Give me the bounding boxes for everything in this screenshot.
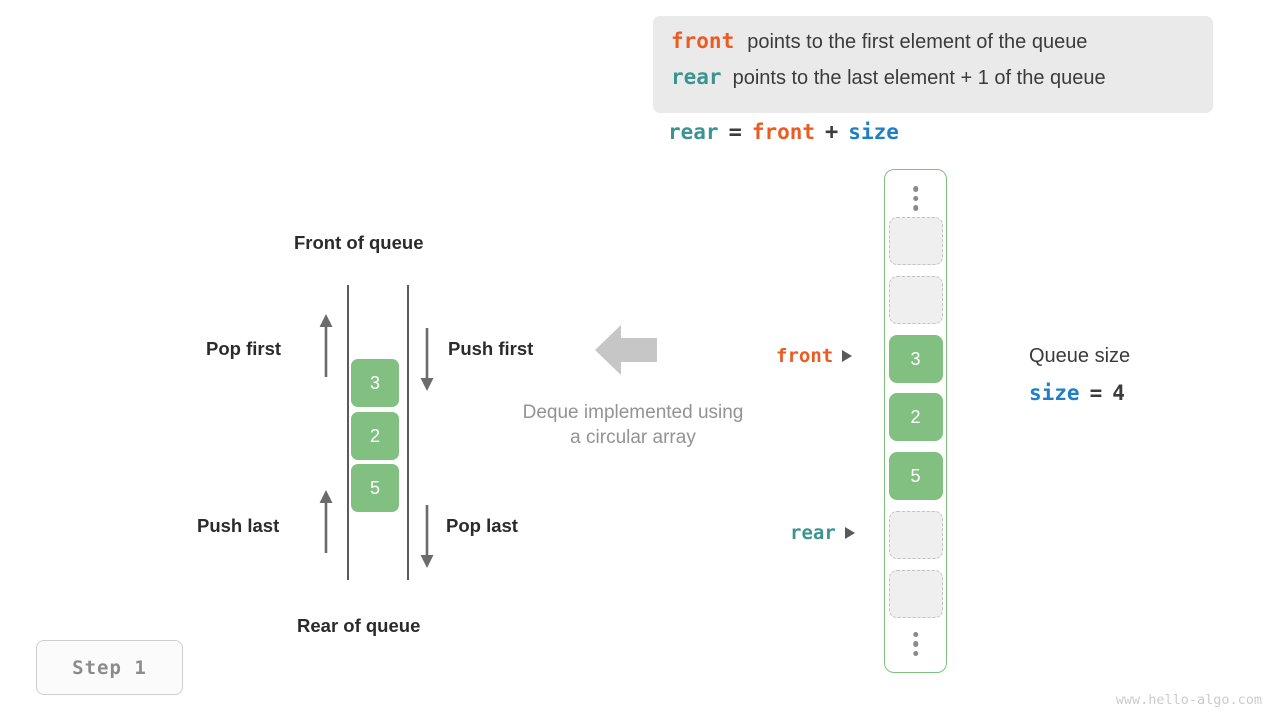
queue-channel-right-line <box>407 285 409 580</box>
watermark: www.hello-algo.com <box>1115 692 1262 708</box>
stack-cell: 5 <box>351 464 399 512</box>
push-first-arrow-down-icon <box>420 328 434 391</box>
definition-info-box: front points to the first element of the… <box>653 16 1213 113</box>
push-first-label: Push first <box>448 338 534 359</box>
stack-cell: 2 <box>351 412 399 460</box>
caption-line-1: Deque implemented using <box>522 402 744 423</box>
formula-equals: = <box>728 120 742 145</box>
stack-cell: 3 <box>351 359 399 407</box>
pointer-triangle-icon <box>842 350 853 362</box>
array-cell-empty <box>888 217 943 265</box>
size-variable: size <box>1029 381 1080 405</box>
rear-keyword: rear <box>671 65 722 89</box>
array-cell-empty <box>888 276 943 324</box>
rear-description: points to the last element + 1 of the qu… <box>732 67 1106 89</box>
size-equals: = <box>1089 381 1103 405</box>
queue-size-label: Queue size <box>1029 345 1131 367</box>
pop-last-label: Pop last <box>446 515 518 536</box>
formula-size-term: size <box>848 120 899 144</box>
pointer-triangle-icon <box>844 527 855 539</box>
formula-rear-term: rear <box>668 120 719 144</box>
front-description: points to the first element of the queue <box>747 31 1088 53</box>
array-cell-filled: 5 <box>888 452 943 500</box>
caption-line-2: a circular array <box>570 427 696 448</box>
pop-last-arrow-down-icon <box>420 505 434 568</box>
size-value: 4 <box>1112 381 1125 405</box>
queue-size-expression: size = 4 <box>1029 381 1125 405</box>
diagram-caption: Deque implemented using a circular array <box>493 400 773 450</box>
array-cell-filled: 3 <box>888 335 943 383</box>
pop-first-label: Pop first <box>206 338 282 359</box>
front-of-queue-label: Front of queue <box>294 232 424 253</box>
push-last-arrow-up-icon <box>319 490 333 553</box>
front-keyword: front <box>671 29 735 53</box>
info-line-front: front points to the first element of the… <box>671 29 1195 65</box>
rear-of-queue-label: Rear of queue <box>297 615 421 636</box>
array-cell-empty <box>888 570 943 618</box>
queue-channel-left-line <box>347 285 349 580</box>
rear-formula: rear = front + size <box>668 120 899 145</box>
ellipsis-top-icon <box>912 186 919 211</box>
ellipsis-bottom-icon <box>912 631 919 656</box>
pop-first-arrow-up-icon <box>319 314 333 377</box>
rear-pointer-label: rear <box>790 522 836 544</box>
formula-plus: + <box>825 120 839 145</box>
step-badge: Step 1 <box>36 640 183 695</box>
array-cell-filled: 2 <box>888 393 943 441</box>
formula-front-term: front <box>751 120 816 144</box>
front-pointer: front <box>776 345 853 367</box>
rear-pointer: rear <box>790 522 855 544</box>
mapping-arrow-left-icon <box>595 325 657 375</box>
info-line-rear: rear points to the last element + 1 of t… <box>671 65 1195 101</box>
circular-array-container: 3 2 5 <box>884 169 947 673</box>
array-cell-empty <box>888 511 943 559</box>
push-last-label: Push last <box>197 515 280 536</box>
front-pointer-label: front <box>776 345 834 367</box>
